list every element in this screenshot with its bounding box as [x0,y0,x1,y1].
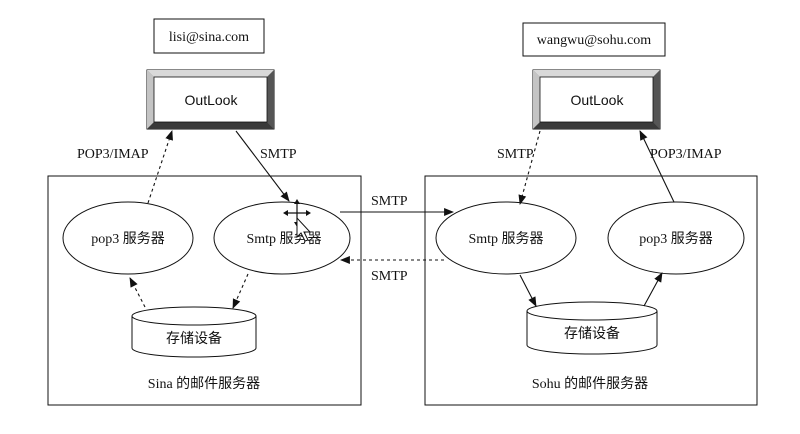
right-storage-cylinder: 存储设备 [526,301,658,355]
outlook-client-right: OutLook [532,69,661,130]
right-pop3-label: pop3 服务器 [639,231,713,247]
right-smtp-label: Smtp 服务器 [468,231,543,247]
left-pop3-label: pop3 服务器 [91,231,165,247]
label-mid-smtp-top: SMTP [371,194,408,209]
arrow-right-client-to-smtp [518,130,541,205]
outlook-client-left: OutLook [146,69,275,130]
left-smtp-label: Smtp 服务器 [246,231,321,247]
arrow-right-storage-to-pop3 [643,272,663,307]
arrow-left-client-to-smtp [235,130,290,202]
right-pop3-server [607,201,745,275]
email-box-right: wangwu@sohu.com [522,22,666,57]
client-right-label: OutLook [571,92,625,108]
left-storage-label: 存储设备 [166,330,222,347]
label-left-smtp: SMTP [260,147,297,162]
email-box-left: lisi@sina.com [153,18,265,54]
label-right-pop3imap: POP3/IMAP [650,147,722,162]
arrow-left-pop3-to-client [147,130,173,204]
label-mid-smtp-bottom: SMTP [371,269,408,284]
label-left-pop3imap: POP3/IMAP [77,147,149,162]
left-server-caption: Sina 的邮件服务器 [148,376,260,392]
right-server-caption: Sohu 的邮件服务器 [532,376,648,392]
left-storage-cylinder: 存储设备 [131,306,257,358]
arrow-right-pop3-to-client [639,130,675,203]
left-pop3-server [62,201,194,275]
right-smtp-server [435,201,577,275]
mouse-pointer-icon [296,216,312,242]
client-left-label: OutLook [185,92,239,108]
email-right-label: wangwu@sohu.com [537,33,651,48]
left-smtp-server [213,201,351,275]
right-storage-label: 存储设备 [564,325,620,342]
arrow-left-smtp-to-storage [232,273,249,309]
arrow-right-smtp-to-storage [519,274,537,307]
email-left-label: lisi@sina.com [169,30,249,45]
label-right-smtp: SMTP [497,147,534,162]
